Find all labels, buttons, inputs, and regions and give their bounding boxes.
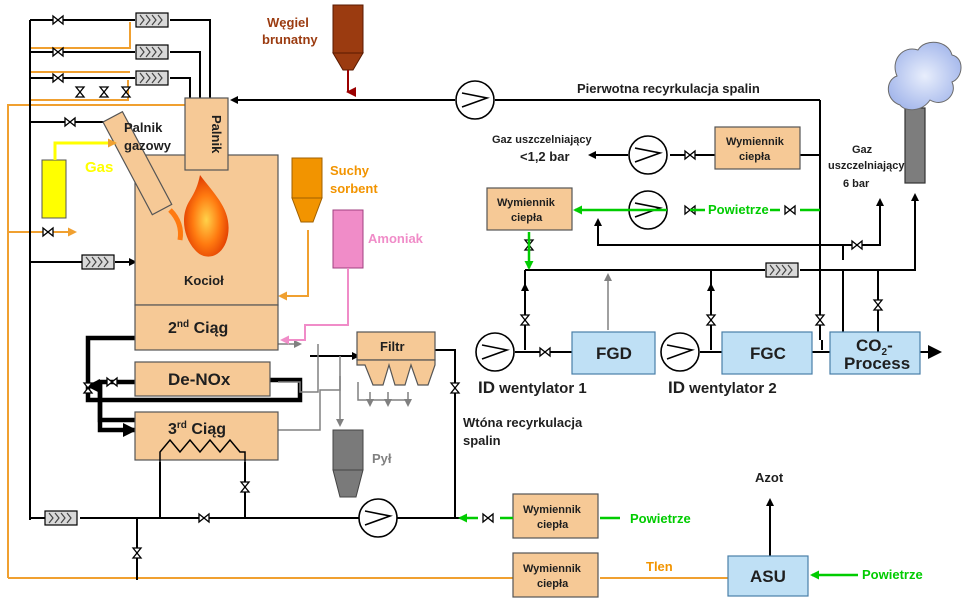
hx-symbol-4 bbox=[81, 254, 115, 270]
fan-secondary-recirculation bbox=[358, 498, 398, 538]
gas-burner bbox=[102, 110, 173, 216]
air-lines-top bbox=[524, 210, 820, 270]
fan-seal-gas bbox=[628, 135, 668, 175]
fgc-label: FGC bbox=[750, 344, 786, 363]
hx-symbol-3 bbox=[135, 70, 169, 86]
gas-burner-label-line1: Palnik bbox=[124, 120, 163, 135]
nitrogen-label: Azot bbox=[755, 470, 784, 485]
gas-label: Gas bbox=[85, 159, 113, 176]
id-fan-2-label: ID wentylator 2 bbox=[668, 378, 777, 397]
exchanger-oxygen bbox=[512, 552, 599, 598]
exchanger-air-bottom-label-2: ciepła bbox=[537, 519, 569, 531]
denox-label: De-NOx bbox=[168, 370, 231, 389]
flame-icon bbox=[183, 175, 229, 257]
exchanger-oxygen-label-2: ciepła bbox=[537, 578, 569, 590]
boiler-label: Kocioł bbox=[184, 273, 224, 288]
fan-id-1 bbox=[475, 332, 515, 372]
sorbent-hopper bbox=[291, 157, 323, 223]
fan-primary-recirculation bbox=[455, 80, 495, 120]
smoke-cloud bbox=[887, 41, 962, 111]
co2-process-label-1: CO2- bbox=[856, 336, 893, 358]
gas-burner-label-line2: gazowy bbox=[124, 138, 172, 153]
exchanger-oxygen-label-1: Wymiennik bbox=[523, 563, 582, 575]
secondary-recirculation-label-1: Wtóna recyrkulacja bbox=[463, 415, 583, 430]
denox-box bbox=[134, 361, 271, 397]
stack bbox=[904, 107, 926, 184]
exchanger-air-top-label-2: ciepła bbox=[511, 212, 543, 224]
seal-gas-high-label-1: Gaz bbox=[852, 144, 873, 156]
fan-id-2 bbox=[660, 332, 700, 372]
exchanger-seal-gas-label-1: Wymiennik bbox=[726, 136, 785, 148]
exchanger-seal-gas-label-2: ciepła bbox=[739, 151, 771, 163]
asu-label: ASU bbox=[750, 567, 786, 586]
secondary-recirculation-label-2: spalin bbox=[463, 433, 501, 448]
air-lines-bottom bbox=[460, 518, 858, 580]
ammonia-label: Amoniak bbox=[368, 231, 424, 246]
coal-label-line1: Węgiel bbox=[267, 15, 309, 30]
fgc-box bbox=[721, 331, 813, 375]
exchanger-air-bottom bbox=[512, 493, 599, 539]
oxygen-label: Tlen bbox=[646, 559, 673, 574]
id-fan-1-label: ID wentylator 1 bbox=[478, 378, 587, 397]
gas-tank bbox=[41, 159, 67, 219]
flue-gas-lines bbox=[29, 19, 942, 580]
exchanger-air-top-label-1: Wymiennik bbox=[497, 197, 556, 209]
seal-gas-high-label-2: uszczelniający bbox=[828, 160, 905, 172]
seal-gas-low-label-1: Gaz uszczelniający bbox=[492, 134, 593, 146]
sorbent-label-line1: Suchy bbox=[330, 163, 370, 178]
hx-symbol-6 bbox=[765, 262, 799, 278]
fgd-box bbox=[571, 331, 656, 375]
asu-box bbox=[727, 555, 809, 597]
seal-gas-high-label-3: 6 bar bbox=[843, 178, 870, 190]
hx-symbol-1 bbox=[135, 12, 169, 28]
dust-silo bbox=[332, 429, 364, 498]
primary-recirculation-label: Pierwotna recyrkulacja spalin bbox=[577, 81, 760, 96]
seal-gas-low-label-2: <1,2 bar bbox=[520, 149, 570, 164]
hx-symbol-5 bbox=[44, 510, 78, 526]
filter-label: Filtr bbox=[380, 339, 405, 354]
gray-lines bbox=[278, 273, 612, 431]
hx-symbol-2 bbox=[135, 44, 169, 60]
fgd-label: FGD bbox=[596, 344, 632, 363]
co2-process-label-2: Process bbox=[844, 354, 910, 373]
sorbent-label-line2: sorbent bbox=[330, 181, 378, 196]
co2-process-box bbox=[829, 331, 921, 375]
ammonia-tank bbox=[332, 209, 364, 269]
filter-hoppers bbox=[356, 359, 436, 386]
third-pass-label: 3rd Ciąg bbox=[168, 420, 226, 438]
exchanger-seal-gas bbox=[714, 126, 801, 170]
coal-hopper bbox=[332, 4, 364, 97]
air-label-bottom: Powietrze bbox=[630, 511, 691, 526]
second-pass-box bbox=[134, 304, 279, 351]
air-label-top: Powietrze bbox=[708, 202, 769, 217]
coal-label-line2: brunatny bbox=[262, 32, 318, 47]
air-label-asu: Powietrze bbox=[862, 567, 923, 582]
third-pass-box bbox=[134, 411, 279, 461]
dust-label: Pył bbox=[372, 451, 392, 466]
burner-label: Palnik bbox=[209, 115, 224, 154]
burner-box bbox=[184, 97, 229, 171]
heat-coil bbox=[159, 438, 246, 462]
oxygen-lines bbox=[7, 22, 728, 579]
filter-box bbox=[356, 331, 436, 361]
exchanger-air-bottom-label-1: Wymiennik bbox=[523, 504, 582, 516]
